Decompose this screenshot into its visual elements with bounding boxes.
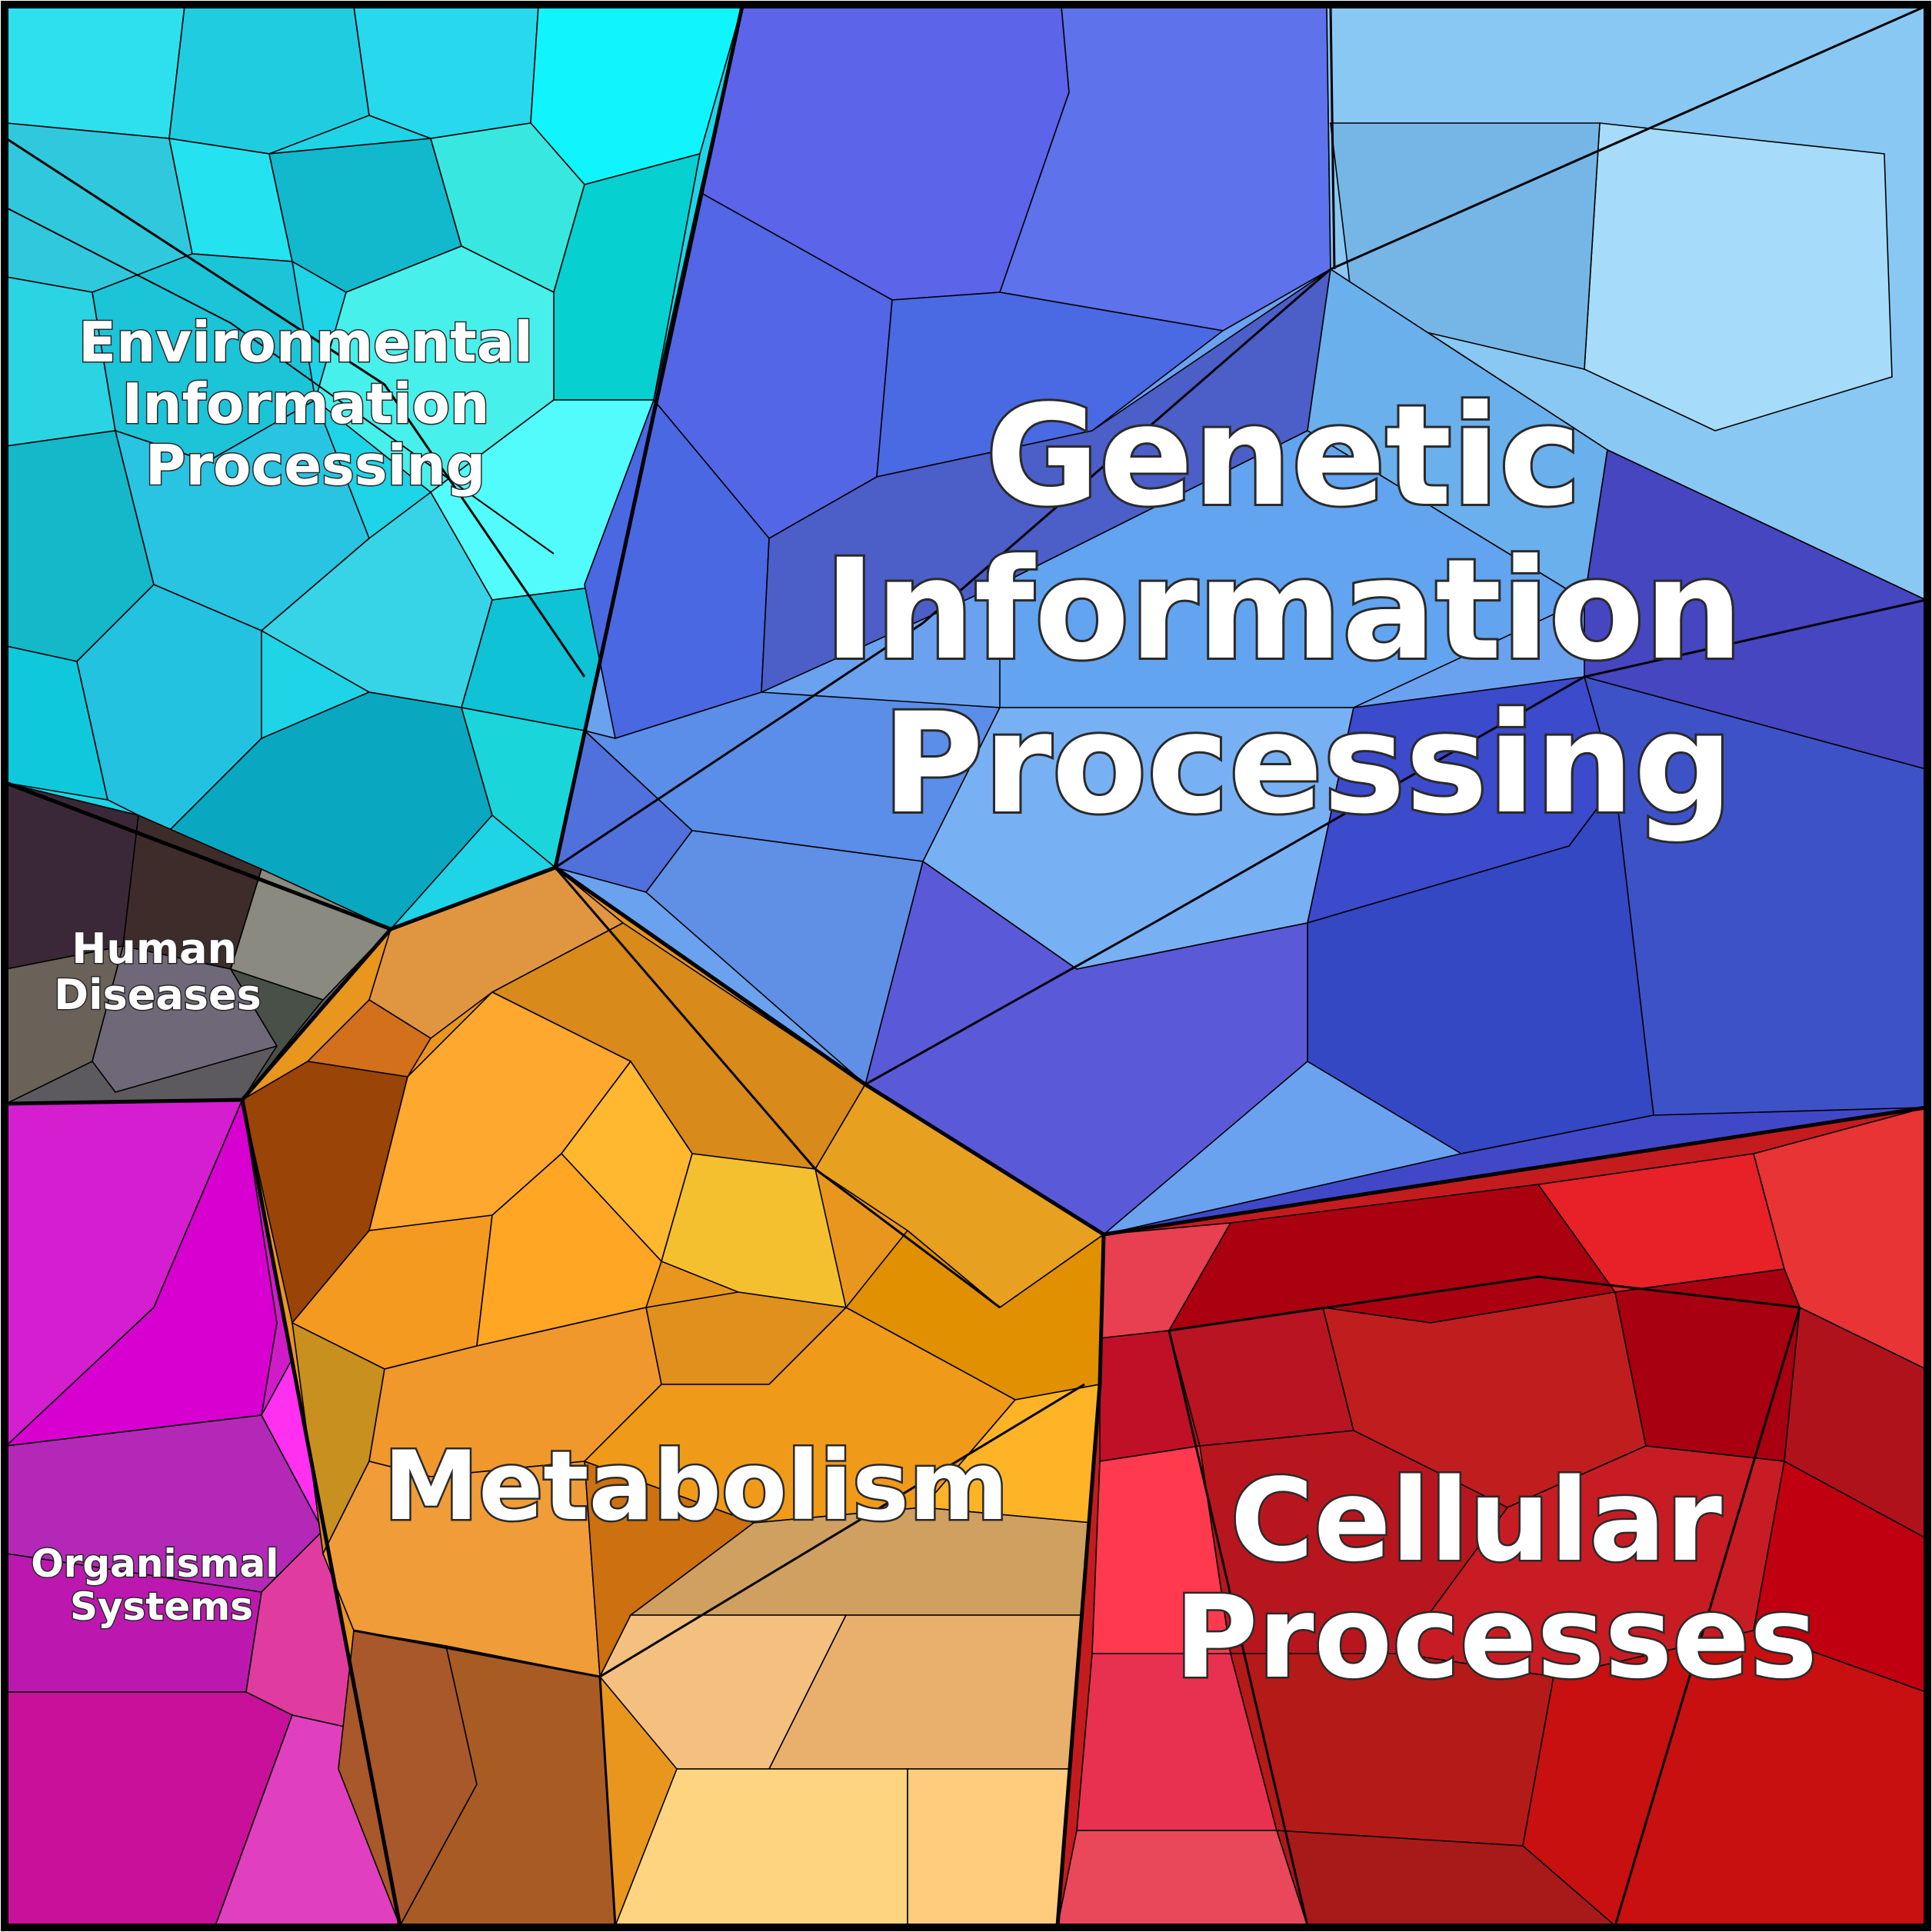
region-human-diseases[interactable] (5, 781, 392, 1105)
region-genetic[interactable] (555, 5, 1927, 1235)
region-metabolism[interactable] (242, 867, 1105, 1927)
genetic-label-line-3: Processing (882, 684, 1733, 844)
cellular-label: Cellular Processes (1174, 1454, 1817, 1704)
region-cellular[interactable] (1057, 1106, 1927, 1927)
metabolism-label: Metabolism (384, 1431, 1008, 1542)
cellular-label-line-2: Processes (1174, 1571, 1817, 1704)
environmental-label-line-1: Environmental (78, 310, 533, 375)
human-diseases-label: Human Diseases (54, 924, 261, 1019)
organismal-label: Organismal Systems (31, 1541, 292, 1629)
human-diseases-label-line-1: Human (72, 924, 237, 973)
organismal-label-line-2: Systems (70, 1584, 253, 1629)
environmental-label-line-2: Information (122, 371, 490, 436)
environmental-label: Environmental Information Processing (78, 310, 552, 498)
cellular-label-line-1: Cellular (1231, 1454, 1722, 1587)
organismal-label-line-1: Organismal (31, 1541, 278, 1586)
genetic-label: Genetic Information Processing (824, 376, 1790, 844)
genetic-label-line-1: Genetic (985, 376, 1581, 537)
genetic-label-line-2: Information (824, 530, 1742, 691)
environmental-label-line-3: Processing (145, 433, 485, 498)
human-diseases-label-line-2: Diseases (54, 971, 261, 1019)
region-environmental[interactable] (5, 5, 744, 930)
